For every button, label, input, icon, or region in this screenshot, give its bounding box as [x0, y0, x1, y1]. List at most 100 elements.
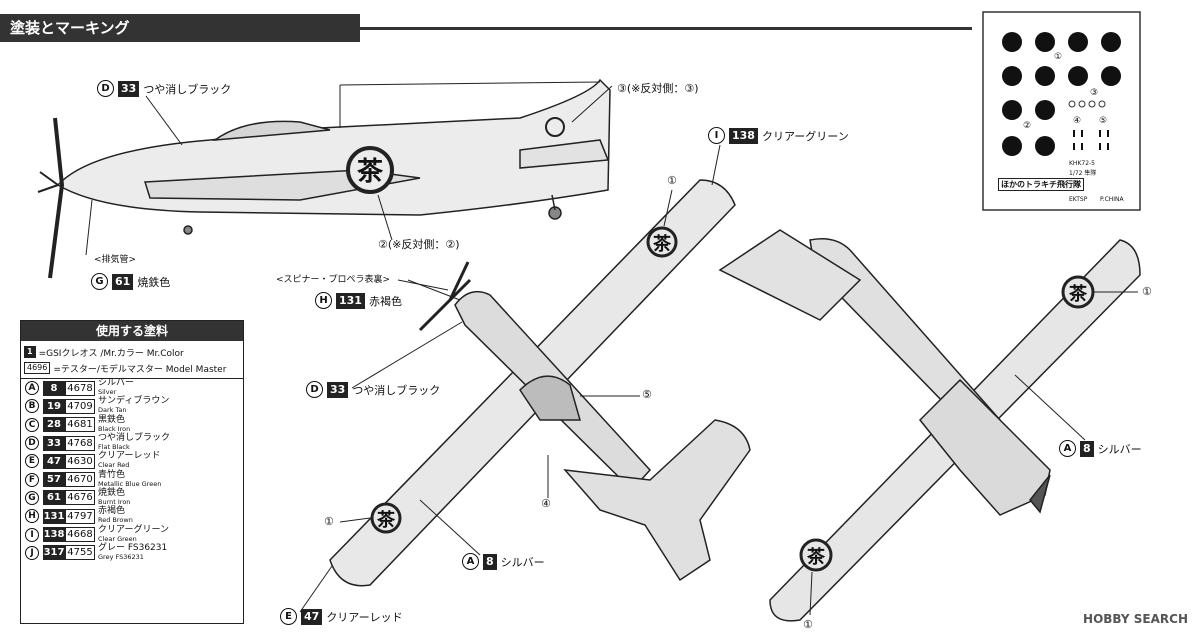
mr-color-number: 57	[43, 472, 65, 488]
color-name-en: Flat Black	[98, 443, 130, 452]
model-master-number: 4709	[65, 398, 95, 414]
color-name-jp: 青竹色	[98, 469, 126, 480]
legend-title: 使用する塗料	[21, 321, 243, 341]
color-code-marker: J	[25, 545, 39, 560]
model-master-number: 4630	[65, 453, 95, 469]
color-name-jp: サンディブラウン	[98, 396, 170, 407]
decal-code: KHK72-5	[1069, 160, 1095, 167]
mr-color-number: 8	[43, 380, 65, 396]
color-code-marker: A	[1059, 440, 1076, 457]
model-master-number: 4797	[65, 508, 95, 524]
mr-color-number: 19	[43, 398, 65, 414]
color-code-marker: B	[25, 399, 39, 414]
color-code-marker: D	[97, 80, 114, 97]
callout-top-mark5: ⑤	[642, 388, 652, 401]
model-master-number: 4768	[65, 435, 95, 451]
color-code-marker: H	[25, 509, 39, 524]
callout-bottom-silver: A 8 シルバー	[1059, 440, 1142, 457]
mr-color-number: 131	[43, 508, 65, 524]
decal-origin: P.CHINA	[1100, 196, 1124, 203]
mr-color-number: 33	[327, 381, 349, 398]
mr-color-number: 47	[301, 608, 323, 625]
callout-exhaust-label: <排気管>	[94, 255, 137, 265]
paint-legend: 使用する塗料 1 =GSIクレオス /Mr.カラー Mr.Color 4696 …	[20, 320, 244, 624]
callout-top-mark4: ④	[541, 497, 551, 510]
svg-text:茶: 茶	[377, 509, 396, 531]
color-name-jp: つや消しブラック	[98, 433, 171, 444]
color-code-marker: A	[462, 553, 479, 570]
model-master-number: 4670	[65, 472, 95, 488]
color-name: 赤褐色	[368, 294, 402, 308]
model-master-number: 4678	[65, 380, 95, 396]
color-name-en: Clear Red	[98, 461, 130, 470]
color-code-marker: D	[306, 381, 323, 398]
color-code-marker: G	[25, 490, 39, 505]
mr-color-number: 28	[43, 417, 65, 433]
decal-scale: 1/72 隼隊	[1069, 170, 1097, 177]
color-name-en: Clear Green	[98, 534, 137, 543]
decal-markings	[1002, 32, 1121, 156]
callout-bottom-mark1-lower: ①	[803, 618, 813, 631]
color-code-marker: D	[25, 436, 39, 451]
legend-key-model-master: 4696 =テスター/モデルマスター Model Master	[24, 360, 243, 376]
header-rule	[360, 27, 972, 30]
model-master-number: 4755	[65, 545, 95, 561]
mr-color-number: 8	[483, 553, 497, 570]
callout-exhaust-color: G 61 焼鉄色	[91, 273, 170, 290]
color-name-jp: クリアーグリーン	[98, 524, 170, 535]
color-code-marker: F	[25, 472, 39, 487]
watermark: HOBBY SEARCH	[1083, 612, 1188, 626]
color-code-marker: I	[25, 527, 39, 542]
mr-color-number: 131	[336, 292, 365, 309]
decal-mark2-label: ②	[1023, 121, 1032, 131]
model-master-number: 4681	[65, 417, 95, 433]
color-code-marker: G	[91, 273, 108, 290]
legend-key-text: =GSIクレオス /Mr.カラー Mr.Color	[38, 348, 184, 359]
decal-mark4-label: ④	[1073, 116, 1082, 126]
decal-mark3-label: ③	[1090, 88, 1099, 98]
top-view-aircraft: 茶 茶	[329, 179, 751, 587]
color-name: クリアーレッド	[326, 610, 403, 624]
legend-key-box: 4696	[24, 362, 51, 374]
model-master-number: 4668	[65, 527, 95, 543]
page-title: 塗装とマーキング	[10, 19, 130, 37]
callout-bottom-mark1: ①	[1142, 285, 1152, 298]
color-name-en: Red Brown	[98, 516, 133, 525]
header-bar	[0, 14, 360, 42]
legend-key-mr-color: 1 =GSIクレオス /Mr.カラー Mr.Color	[24, 344, 243, 360]
color-code-marker: A	[25, 381, 39, 396]
color-name: クリアーグリーン	[761, 129, 849, 143]
callout-top-mark1-left: ①	[324, 515, 334, 528]
bottom-view-aircraft: 茶 茶	[718, 229, 1141, 622]
legend-key-text: =テスター/モデルマスター Model Master	[53, 364, 227, 375]
color-name: シルバー	[500, 555, 545, 569]
color-name-jp: グレー FS36231	[98, 542, 168, 553]
svg-text:茶: 茶	[1069, 283, 1088, 305]
model-master-number: 4676	[65, 490, 95, 506]
callout-top-antiglare: D 33 つや消しブラック	[306, 381, 440, 398]
mr-color-number: 138	[729, 127, 758, 144]
mr-color-number: 47	[43, 453, 65, 469]
svg-text:茶: 茶	[357, 157, 384, 187]
callout-side-canopy: D 33 つや消しブラック	[97, 80, 231, 97]
color-name-en: Dark Tan	[98, 406, 127, 415]
color-code-marker: E	[25, 454, 39, 469]
callout-spinner-color: H 131 赤褐色	[315, 292, 402, 309]
callout-top-mark1: ①	[667, 174, 677, 187]
color-name-jp: 赤褐色	[98, 506, 126, 517]
decal-mark5-label: ⑤	[1099, 116, 1108, 126]
color-name-en: Grey FS36231	[98, 552, 144, 561]
mr-color-number: 33	[118, 80, 140, 97]
decal-mark1-label: ①	[1054, 52, 1063, 62]
color-name-jp: シルバー	[98, 378, 135, 389]
color-code-marker: C	[25, 417, 39, 432]
mr-color-number: 61	[43, 490, 65, 506]
